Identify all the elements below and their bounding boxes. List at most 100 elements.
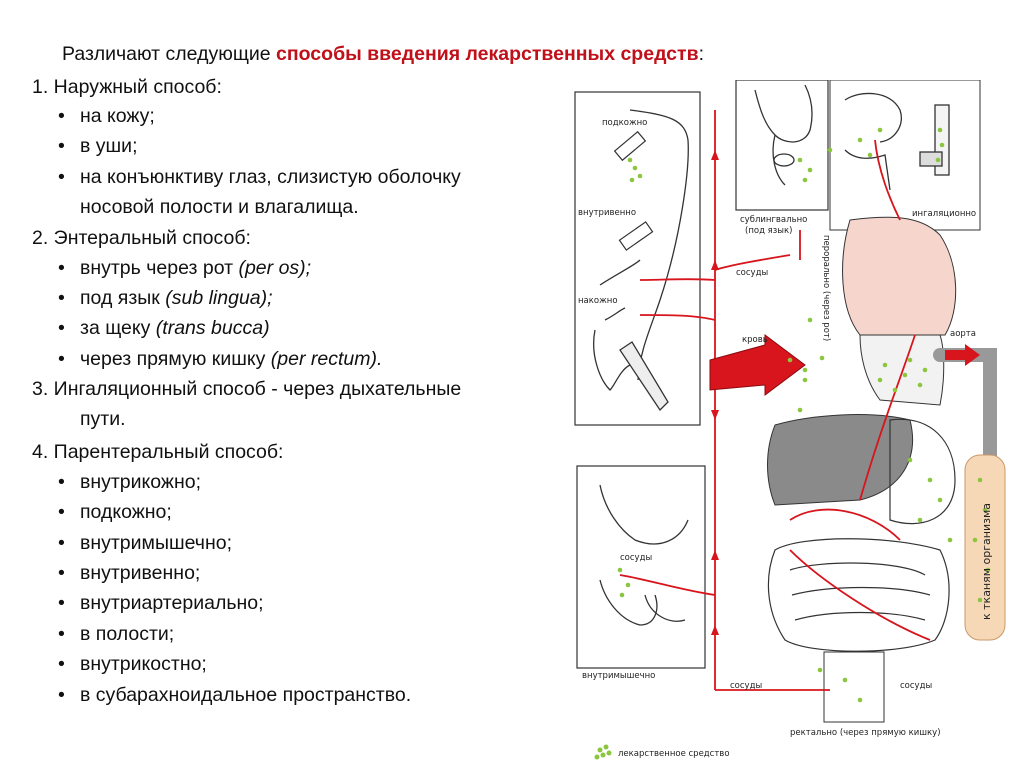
drug-particle [619, 592, 625, 598]
drug-particle [947, 537, 953, 543]
syringe-icon [613, 130, 654, 251]
legend-label: лекарственное средство [618, 749, 730, 759]
buttock-drawing [599, 484, 689, 626]
drug-particle [857, 697, 863, 703]
route-text: 4. Парентеральный способ: [32, 441, 284, 463]
route-item: •подкожно; [58, 500, 172, 524]
slide-title: Различают следующие способы введения лек… [62, 43, 704, 66]
vessel-arrows [711, 150, 719, 635]
route-latin-term: (per os); [238, 257, 312, 279]
rectum-box [823, 651, 885, 723]
drug-particle [802, 367, 808, 373]
administration-routes-diagram: подкожно внутривенно накожно сублингваль… [574, 80, 1006, 760]
legend: лекарственное средство [594, 744, 730, 760]
label-pod-yazyk: (под язык) [745, 226, 792, 236]
drug-particle [982, 507, 988, 513]
inhaler-drawing [844, 92, 950, 191]
drug-particle [917, 382, 923, 388]
route-text: 3. Ингаляционный способ - через дыхатель… [32, 378, 462, 400]
drug-particle [632, 165, 638, 171]
intestine-drawing [767, 538, 950, 652]
drug-particle [927, 477, 933, 483]
drug-particle [972, 537, 978, 543]
bullet-icon: • [58, 135, 65, 157]
route-item: • в полости; [58, 622, 174, 646]
drug-particle [939, 142, 945, 148]
route-text: 2. Энтеральный способ: [32, 227, 251, 249]
bullet-icon: • [58, 562, 65, 584]
bullet-icon: • [58, 653, 65, 675]
label-vnutrimyshechno: внутримышечно [582, 671, 655, 681]
route-text: носовой полости и влагалища. [80, 196, 359, 218]
drug-particles [617, 127, 991, 703]
drug-particle [787, 357, 793, 363]
route-item: •внутривенно; [58, 561, 200, 585]
drug-particle [637, 173, 643, 179]
route-text: внутримышечно; [80, 532, 233, 554]
arm-panel [574, 91, 701, 426]
bullet-icon: • [58, 287, 65, 309]
buttock-panel [576, 465, 706, 669]
drug-particle [985, 567, 991, 573]
aorta-arrow-icon [945, 344, 980, 366]
bullet-icon: • [58, 166, 65, 188]
route-item: •внутриартериально; [58, 591, 264, 615]
drug-particle [797, 407, 803, 413]
route-text: на кожу; [80, 105, 155, 127]
drug-particle [892, 387, 898, 393]
drug-particle [977, 477, 983, 483]
route-text: внутрь через рот [80, 257, 239, 279]
label-sosudy-top: сосуды [736, 268, 768, 278]
route-text: на конъюнктиву глаз, слизистую оболочку [80, 166, 461, 188]
route-latin-term: (sub lingua); [165, 287, 273, 309]
bullet-icon: • [58, 105, 65, 127]
bullet-icon: • [58, 257, 65, 279]
bullet-icon: • [58, 623, 65, 645]
drug-legend-icon [594, 744, 612, 760]
route-item: •под язык (sub lingua); [58, 286, 273, 310]
stomach-shape [889, 418, 956, 525]
drug-particle [617, 567, 623, 573]
label-sosudy-buttock: сосуды [620, 553, 652, 563]
drug-particle [907, 357, 913, 363]
title-accent: способы введения лекарственных средств [276, 43, 699, 65]
route-text: внутрикожно; [80, 471, 201, 493]
title-suffix: : [698, 43, 704, 65]
label-krov: кровь [742, 335, 768, 345]
blood-arrow-icon [709, 334, 806, 396]
route-item: •за щеку (trans bucca) [58, 316, 270, 340]
title-prefix: Различают следующие [62, 43, 277, 65]
heart-shape [859, 334, 945, 406]
label-aorta: аорта [950, 329, 976, 339]
route-heading: 1. Наружный способ: [32, 75, 222, 99]
drug-particle [827, 147, 833, 153]
label-sublingvalno: сублингвально [740, 215, 807, 225]
label-vnutrivenno: внутривенно [578, 208, 636, 218]
drug-particle [797, 157, 803, 163]
route-item: •внутрикостно; [58, 652, 207, 676]
liver-shape [767, 414, 914, 506]
drug-particle [802, 177, 808, 183]
drug-particle [937, 127, 943, 133]
label-ingalyatsionno: ингаляционно [912, 209, 976, 219]
route-text: через прямую кишку [80, 348, 271, 370]
route-latin-term: (per rectum). [270, 348, 383, 370]
route-item: • внутрь через рот (per os); [58, 256, 311, 280]
drug-particle [629, 177, 635, 183]
label-sosudy-right: сосуды [900, 681, 932, 691]
route-item: • через прямую кишку (per rectum). [58, 347, 382, 371]
drug-particle [867, 152, 873, 158]
slide-text-area: Различают следующие способы введения лек… [32, 43, 704, 706]
route-text: за щеку [80, 317, 156, 339]
route-text: в полости; [80, 623, 175, 645]
bullet-icon: • [58, 501, 65, 523]
drug-particle [842, 677, 848, 683]
drug-particle [902, 372, 908, 378]
route-item: • на конъюнктиву глаз, слизистую оболочку [58, 165, 461, 189]
drug-particle [802, 377, 808, 383]
aorta-tube [933, 348, 997, 467]
route-item: носовой полости и влагалища. [80, 195, 359, 219]
bullet-icon: • [58, 348, 65, 370]
bullet-icon: • [58, 532, 65, 554]
drug-particle [819, 355, 825, 361]
